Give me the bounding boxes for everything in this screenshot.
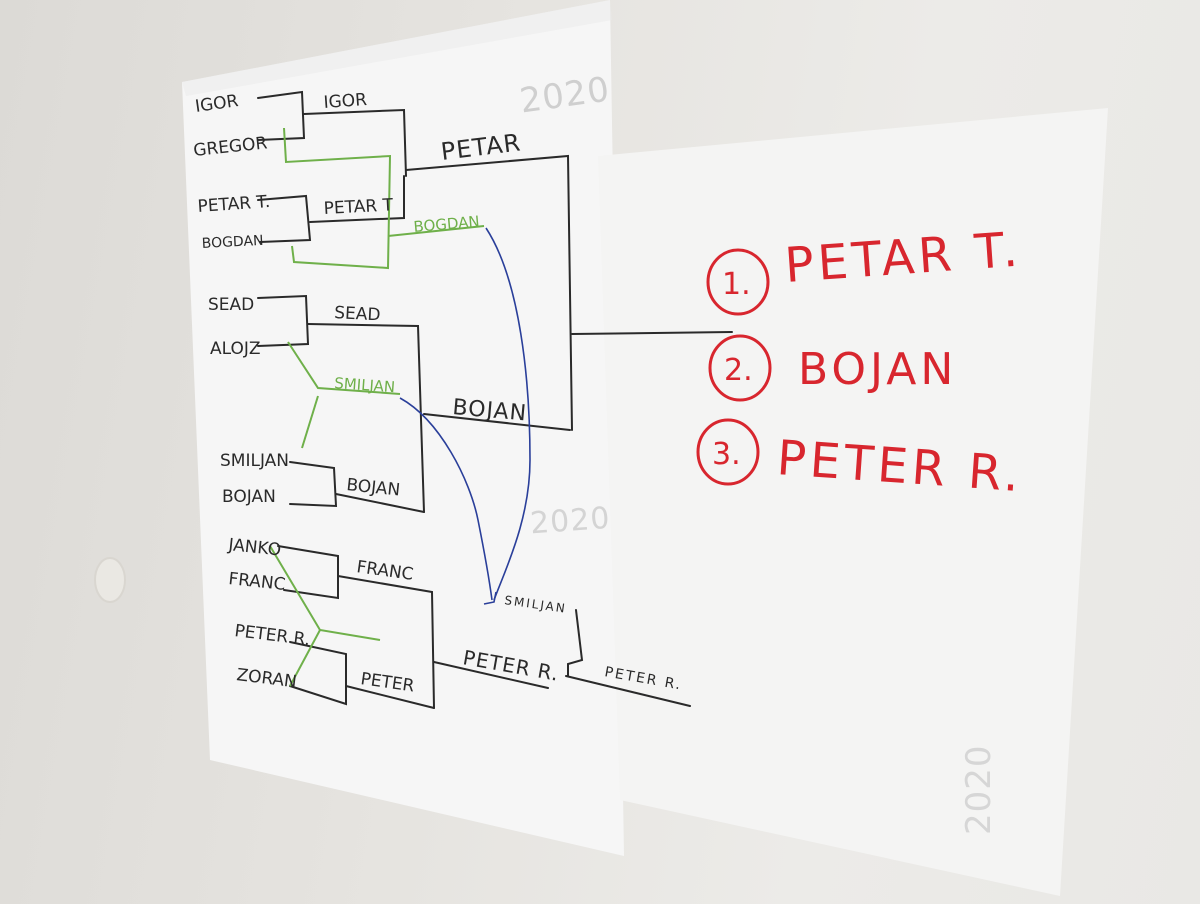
repechage-lines <box>269 127 485 687</box>
repechage-bogdan: BOGDAN <box>413 212 481 236</box>
winner-petar-t: PETAR T <box>323 195 394 219</box>
rank-2-name: BOJAN <box>798 344 957 395</box>
winner-igor: IGOR <box>323 90 368 113</box>
right-paper-sheet <box>598 108 1108 896</box>
left-sheet-shadow <box>182 0 612 96</box>
rank-1-circle <box>706 248 770 316</box>
rank-2-circle <box>708 334 772 402</box>
player-bojan: BOJAN <box>222 487 276 507</box>
arrow-lines <box>399 227 531 605</box>
repechage-smiljan: SMILJAN <box>334 374 396 396</box>
player-alojz: ALOJZ <box>210 339 261 359</box>
wall-hole <box>94 557 126 603</box>
back-print-year: 2020 <box>529 501 612 542</box>
winner-sead: SEAD <box>334 303 381 325</box>
player-smiljan: SMILJAN <box>220 451 289 471</box>
player-bogdan: BOGDAN <box>201 233 264 252</box>
rank-2-number: 2. <box>724 353 753 388</box>
rank-1-number: 1. <box>722 267 751 302</box>
bracket-lines <box>257 90 733 709</box>
back-print-year: 2020 <box>959 744 999 835</box>
player-sead: SEAD <box>208 295 254 315</box>
rank-3-circle <box>696 418 760 486</box>
rank-3-number: 3. <box>712 437 741 472</box>
rank-2: 2. BOJAN <box>708 334 957 402</box>
